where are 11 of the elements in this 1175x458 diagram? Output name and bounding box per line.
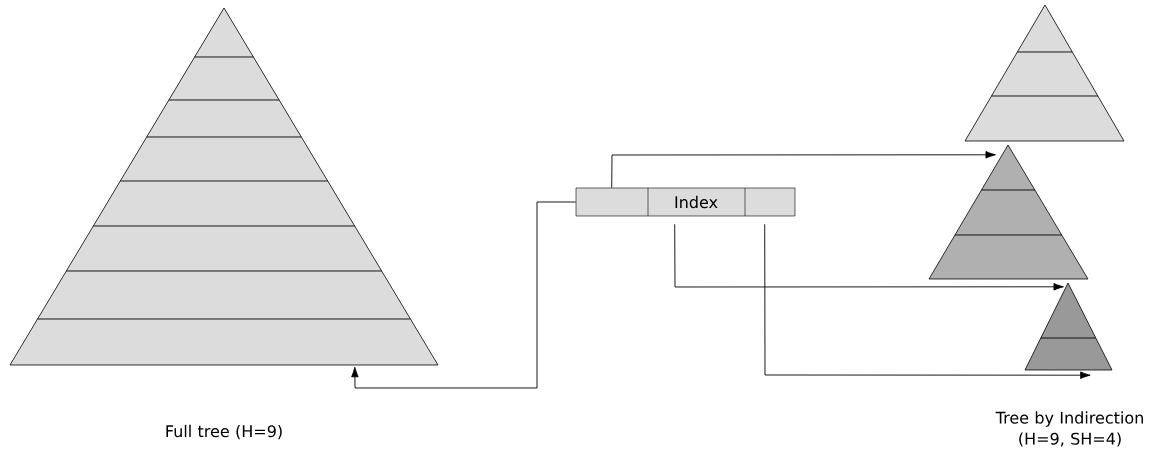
arrow bbox=[674, 223, 1064, 291]
tree-triangle bbox=[9, 7, 439, 366]
tree-triangle bbox=[928, 144, 1089, 280]
index-bar: Index bbox=[575, 187, 796, 217]
arrow bbox=[764, 223, 1091, 379]
tree-triangle bbox=[1024, 282, 1113, 371]
caption: Full tree (H=9) bbox=[166, 424, 282, 440]
arrow bbox=[351, 201, 577, 389]
arrow bbox=[611, 151, 996, 189]
tree-triangle bbox=[964, 4, 1125, 142]
caption: Tree by Indirection (H=9, SH=4) bbox=[995, 411, 1143, 447]
